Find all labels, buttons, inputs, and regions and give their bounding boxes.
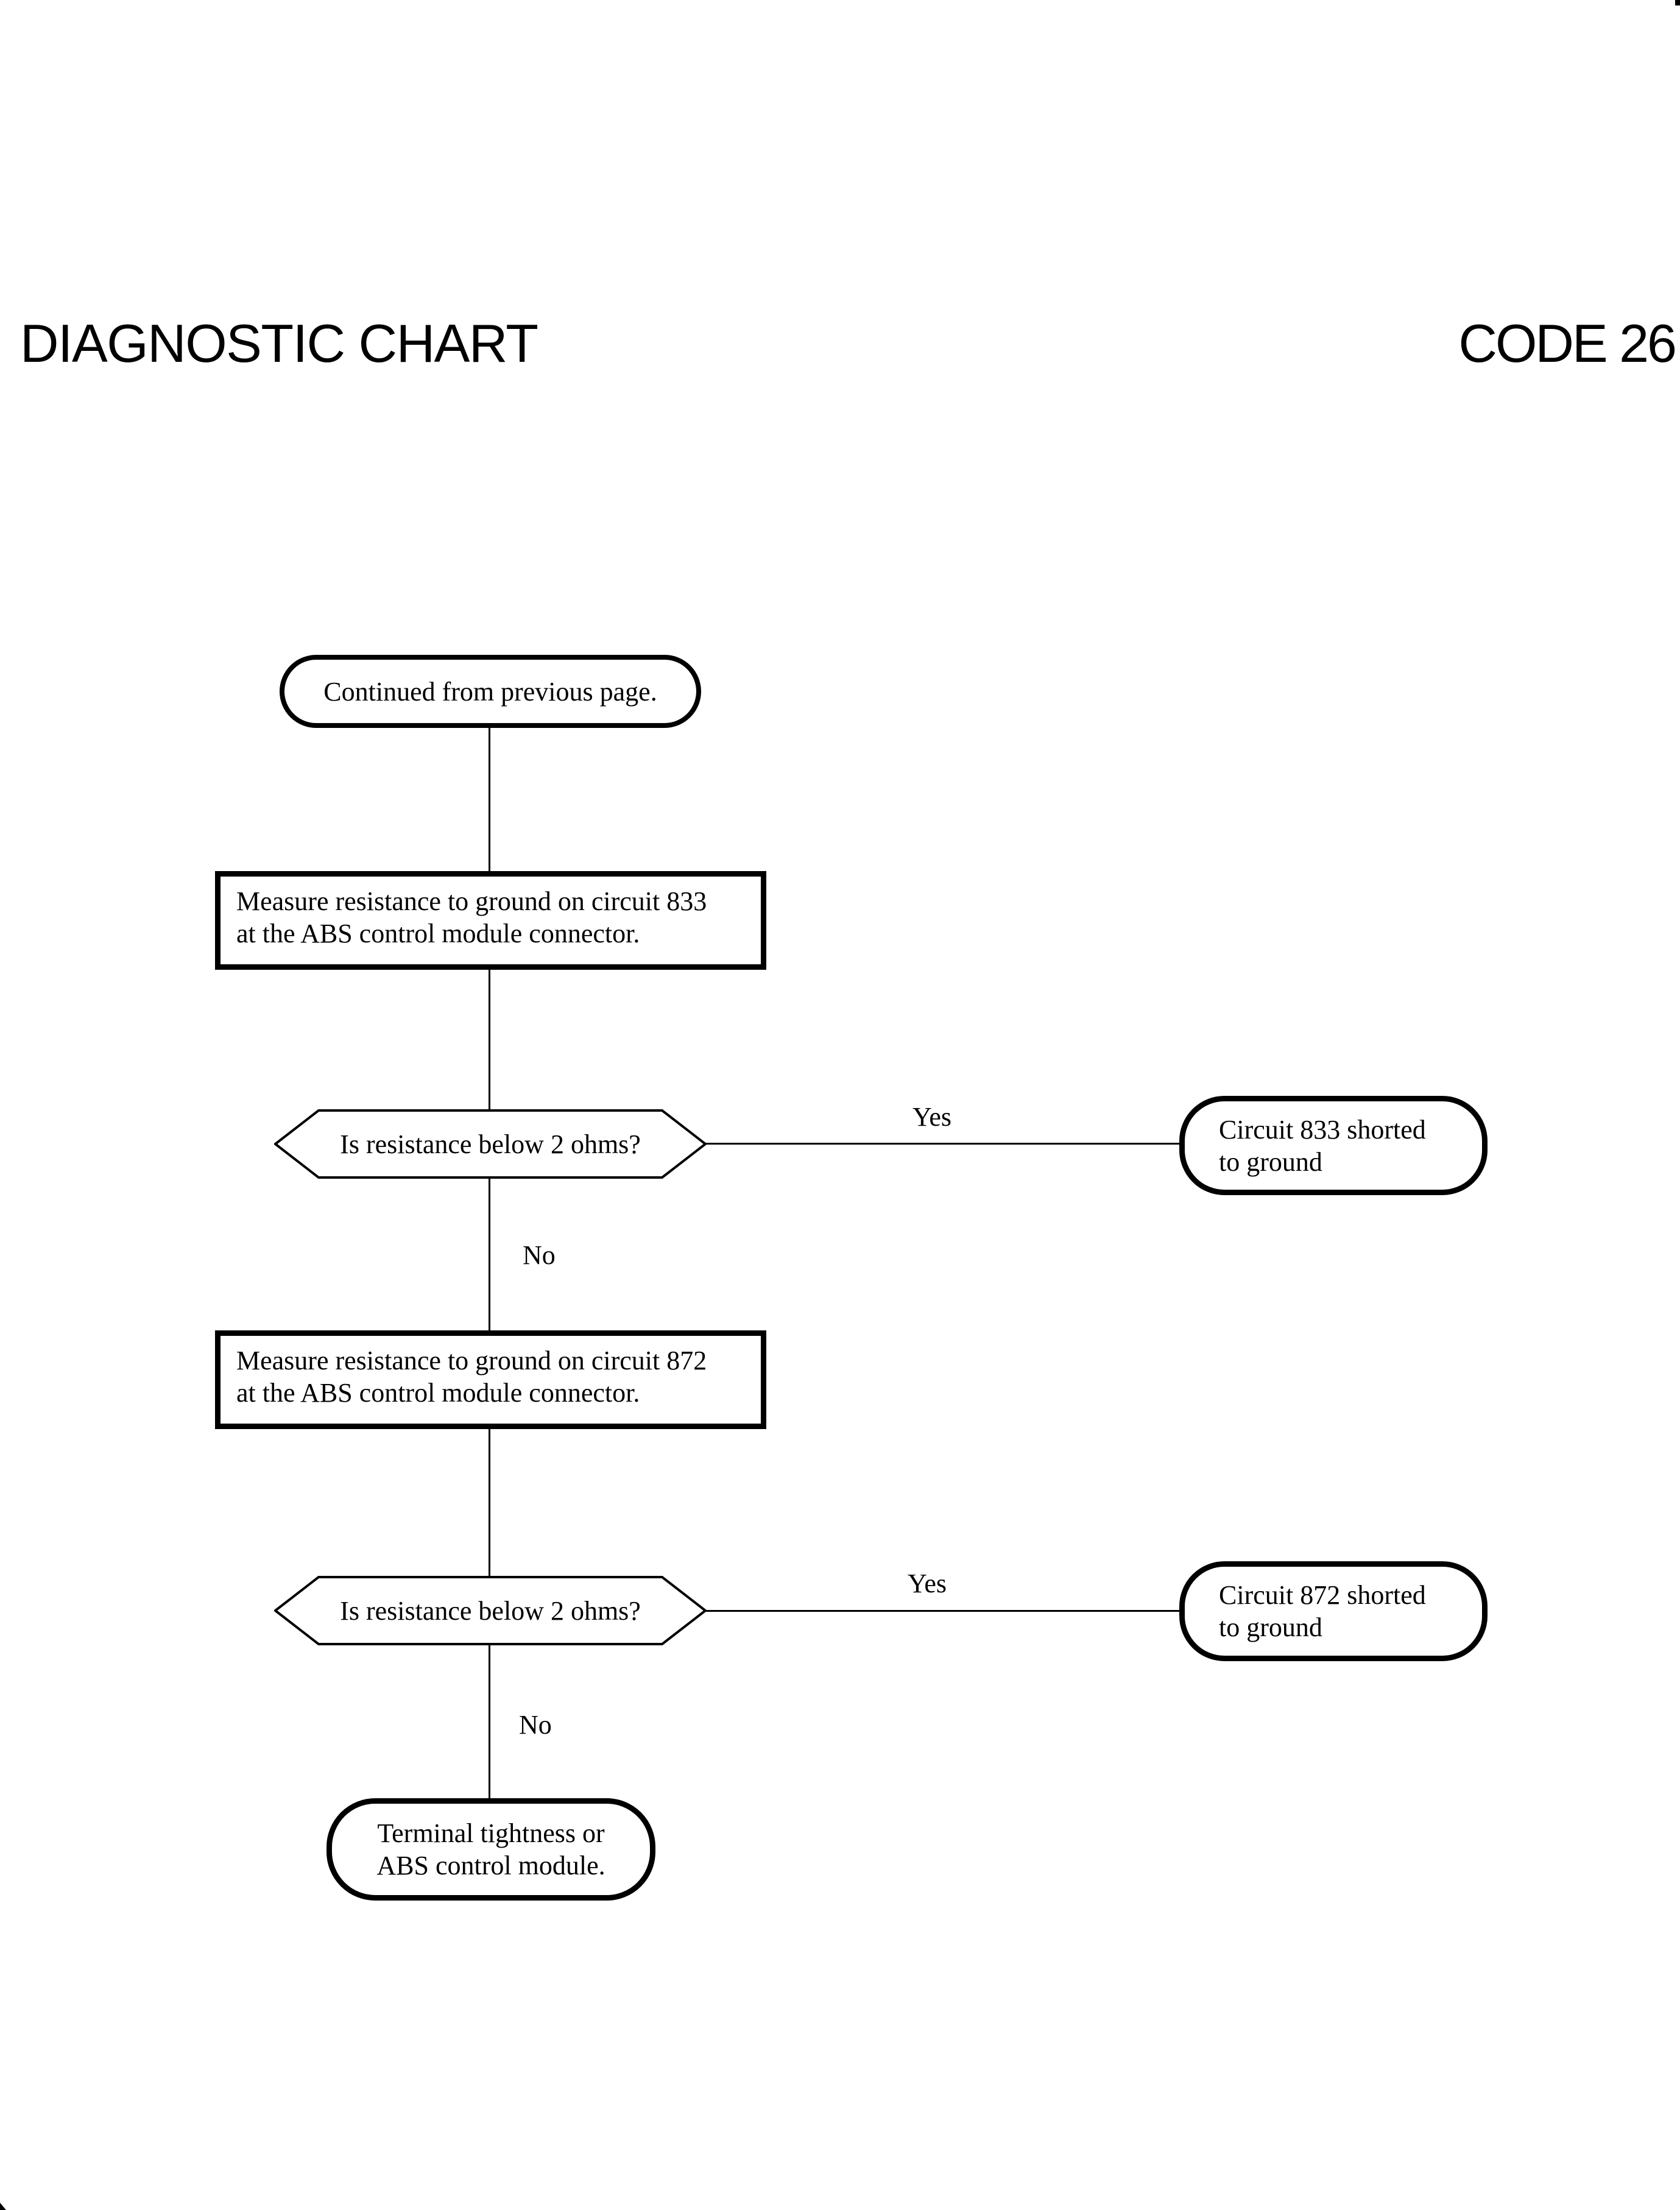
page-code: CODE 26 xyxy=(1458,313,1677,373)
connector-start-to-measure833 xyxy=(489,726,490,873)
node-decision-872-label: Is resistance below 2 ohms? xyxy=(340,1595,641,1626)
edge-yes-833-line xyxy=(705,1143,1181,1145)
connector-measure872-to-decision872 xyxy=(489,1427,490,1576)
node-start-label: Continued from previous page. xyxy=(323,676,657,707)
connector-measure833-to-decision833 xyxy=(489,968,490,1110)
node-result-833-label: Circuit 833 shorted to ground xyxy=(1219,1114,1426,1177)
scan-artifact-bottom-left xyxy=(0,2203,6,2210)
edge-yes-872-line xyxy=(705,1610,1181,1612)
node-end-label: Terminal tightness or ABS control module… xyxy=(376,1818,605,1880)
edge-no-872-line xyxy=(489,1645,490,1799)
node-measure-833-label: Measure resistance to ground on circuit … xyxy=(236,886,707,948)
node-measure-872: Measure resistance to ground on circuit … xyxy=(215,1330,766,1429)
node-start: Continued from previous page. xyxy=(280,655,701,728)
node-decision-872: Is resistance below 2 ohms? xyxy=(274,1575,707,1646)
edge-yes-872-label: Yes xyxy=(908,1569,947,1598)
node-result-872-label: Circuit 872 shorted to ground xyxy=(1219,1580,1426,1642)
node-decision-833: Is resistance below 2 ohms? xyxy=(274,1109,707,1179)
node-measure-833: Measure resistance to ground on circuit … xyxy=(215,871,766,970)
node-measure-872-label: Measure resistance to ground on circuit … xyxy=(236,1346,707,1408)
node-end: Terminal tightness or ABS control module… xyxy=(326,1798,655,1901)
edge-no-872-label: No xyxy=(519,1710,552,1740)
node-result-872: Circuit 872 shorted to ground xyxy=(1179,1561,1488,1661)
edge-no-833-label: No xyxy=(523,1240,556,1270)
edge-no-833-line xyxy=(489,1177,490,1332)
scan-artifact-top-right xyxy=(1675,0,1680,5)
node-result-833: Circuit 833 shorted to ground xyxy=(1179,1096,1488,1195)
edge-yes-833-label: Yes xyxy=(912,1102,952,1132)
node-decision-833-label: Is resistance below 2 ohms? xyxy=(340,1129,641,1159)
page-title: DIAGNOSTIC CHART xyxy=(20,313,538,373)
